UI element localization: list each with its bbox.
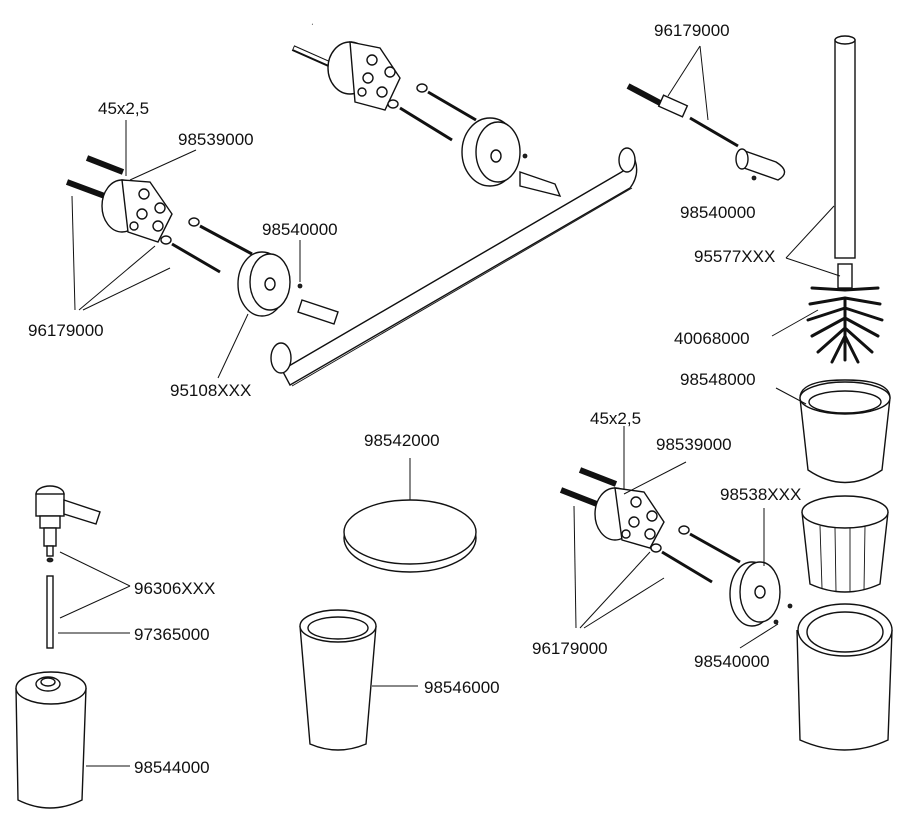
hook-icon <box>735 148 786 181</box>
washer-icon <box>650 543 662 553</box>
grub-screw-icon <box>773 619 779 625</box>
top-mount-assembly <box>291 22 528 187</box>
label-mount-plate-right: 98539000 <box>656 435 732 454</box>
mount-plate-icon <box>594 487 665 549</box>
washer-icon <box>188 217 200 227</box>
label-brush-handle: 95577XXX <box>694 247 775 266</box>
label-wall-screw-size-right: 45x2,5 <box>590 409 641 428</box>
label-mount-plate-left: 98539000 <box>178 130 254 149</box>
grub-screw-icon <box>751 175 757 181</box>
toilet-brush-assembly <box>771 35 893 751</box>
small-hook-assembly <box>626 45 786 181</box>
cover-rosette-icon <box>237 251 291 317</box>
grub-screw-icon <box>297 283 303 289</box>
right-mount-assembly <box>559 426 793 649</box>
screw-icon <box>427 90 477 122</box>
screw-icon <box>171 242 221 274</box>
towel-bar-icon <box>270 147 638 387</box>
brush-container-icon <box>796 603 893 751</box>
label-brush-insert: 98548000 <box>680 370 756 389</box>
screw-icon <box>689 116 739 148</box>
left-mount-assembly <box>65 120 303 379</box>
mount-plate-icon <box>101 179 173 243</box>
brush-insert-icon <box>799 379 891 484</box>
washer-icon <box>678 525 690 535</box>
washer-icon <box>160 235 172 245</box>
screw-icon <box>689 532 741 564</box>
label-screws-top-right: 96179000 <box>654 21 730 40</box>
brush-holder-cage-icon <box>801 495 889 593</box>
grub-screw-icon <box>522 153 528 159</box>
pump-head-icon <box>35 485 101 557</box>
screw-icon <box>661 550 713 584</box>
washer-icon <box>387 99 399 109</box>
label-screws-left: 96179000 <box>28 321 104 340</box>
mount-plate-icon <box>327 41 401 111</box>
label-cover-rosette-left: 95108XXX <box>170 381 251 400</box>
screw-icon <box>311 22 353 43</box>
brush-head-icon <box>806 263 884 364</box>
screw-icon <box>559 487 604 509</box>
pump-tube-icon <box>46 557 54 649</box>
washer-icon <box>416 83 428 93</box>
cover-rosette-icon <box>461 117 521 187</box>
screw-icon <box>65 179 112 201</box>
label-wall-screw-size-left: 45x2,5 <box>98 99 149 118</box>
cover-rosette-icon <box>729 561 781 627</box>
label-grub-screw-top-right: 98540000 <box>680 203 756 222</box>
label-pump-head: 96306XXX <box>134 579 215 598</box>
anchor-icon <box>657 94 689 118</box>
label-screws-right: 96179000 <box>532 639 608 658</box>
dispenser-glass-icon <box>15 671 87 809</box>
part-labels: 45x2,5 98539000 98540000 96179000 95108X… <box>28 21 801 777</box>
label-tumbler-glass: 98546000 <box>424 678 500 697</box>
grub-screw-icon <box>787 603 793 609</box>
label-grub-screw-left: 98540000 <box>262 220 338 239</box>
label-brush-head: 40068000 <box>674 329 750 348</box>
glass-lid-icon <box>343 458 477 573</box>
brush-handle-icon <box>834 35 856 259</box>
soap-dispenser-assembly <box>15 485 131 809</box>
screw-icon <box>399 106 453 142</box>
label-glass-lid: 98542000 <box>364 431 440 450</box>
label-grub-screw-right: 98540000 <box>694 652 770 671</box>
label-pump-tube: 97365000 <box>134 625 210 644</box>
screw-icon <box>199 224 253 256</box>
screw-icon <box>578 467 618 487</box>
label-cover-rosette-right: 98538XXX <box>720 485 801 504</box>
tumbler-icon <box>299 609 418 751</box>
screw-icon <box>85 155 125 175</box>
screw-icon <box>626 83 664 107</box>
label-dispenser-glass: 98544000 <box>134 758 210 777</box>
